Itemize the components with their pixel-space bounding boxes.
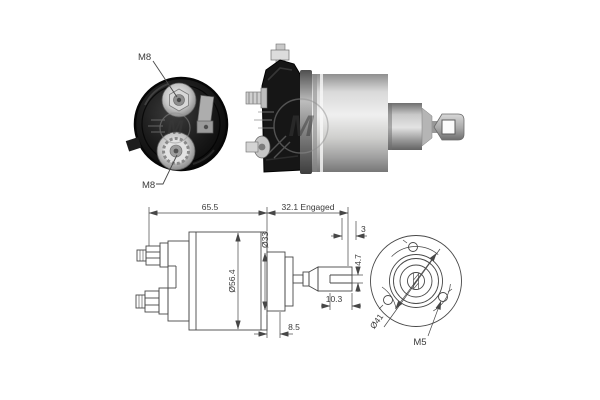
dim-fork-length: 10.3 [326,294,343,304]
dim-body-diameter: Ø56.4 [227,269,237,292]
sv-plunger-rod [292,274,304,284]
sv-terminal-stud [136,249,147,262]
terminal-labels: M8 M8 [138,52,178,191]
cap-side-stud [125,137,142,152]
photo-plunger-cone [421,107,433,147]
photo-fork-hole [441,119,456,135]
zm-watermark-cap: M [148,112,191,144]
dim-nose-diameter: Ø33 [260,232,270,248]
photo-nut-top [270,49,290,61]
nose-left-shade [388,103,392,150]
dim-clearance: 3 [361,224,366,234]
cap-bracket-screw [203,124,209,130]
dim-nose-step: 8.5 [288,322,300,332]
fv-mount-hole-right [438,292,448,302]
leader-m8-top [152,60,178,98]
cap-highlight [144,83,169,106]
cap-terminal-bottom [156,131,196,171]
label-m8-bottom: M8 [142,180,155,191]
photo-nose-cylinder [388,103,422,150]
sv-nose-step [284,256,294,307]
fv-mount-hole-left [383,295,393,305]
sv-terminal-washer [159,242,169,268]
sv-terminal-stud [135,294,146,309]
rear-cap-shadow-line [265,155,299,161]
cap-terminal-top [161,82,197,118]
leader-bolt-circle [383,248,441,328]
photo-crimp-ring [300,70,312,174]
label-m5: M5 [413,337,426,348]
fv-mount-hole-top [408,242,418,252]
fv-hole-tick [447,288,453,293]
dim-engaged: 32.1 Engaged [282,202,335,212]
sv-plunger-ring [302,271,310,287]
dim-length: 65.5 [202,202,219,212]
fv-flange [370,235,462,327]
sv-terminal-nut [144,290,160,313]
dim-pin-height: 4.7 [353,254,363,266]
front-view-drawing [370,235,462,337]
watermark-letter: M [167,118,184,139]
cylinder-left-shade [313,74,317,172]
rear-cap-highlight [267,67,293,81]
sv-fork [317,266,353,292]
side-view-dimensions: 65.5 32.1 Engaged Ø56.4 Ø33 3 4.7 10.3 8… [202,202,366,332]
cap-photo: M [125,76,229,172]
label-m8-top: M8 [138,52,151,63]
sv-plunger-cone [308,266,319,292]
sv-terminal-washer [158,287,169,315]
fv-hole-tick [378,304,384,310]
dim-bolt-circle [395,252,437,310]
zm-watermark-photo: M [254,98,329,159]
sv-terminal-nut [145,245,161,266]
cap-highlight-2 [192,149,215,165]
sv-rear-cap [167,240,190,322]
solenoid-photo: M [245,43,465,174]
photo-terminal-upper [245,87,268,109]
photo-terminal-lower [245,135,271,159]
sv-nose [266,251,286,312]
watermark-letter-2: M [289,110,315,143]
front-view-labels: Ø41 M5 [368,312,427,348]
fv-hole-tick [402,239,408,244]
photo-main-cylinder [312,74,388,172]
leader-m8-bottom [156,154,178,185]
side-view-drawing [135,207,367,338]
dim-bolt-circle-label: Ø41 [368,312,386,331]
cylinder-highlight [320,74,323,172]
leader-m5 [427,300,442,337]
fv-bolt-circle-arc [433,283,451,312]
